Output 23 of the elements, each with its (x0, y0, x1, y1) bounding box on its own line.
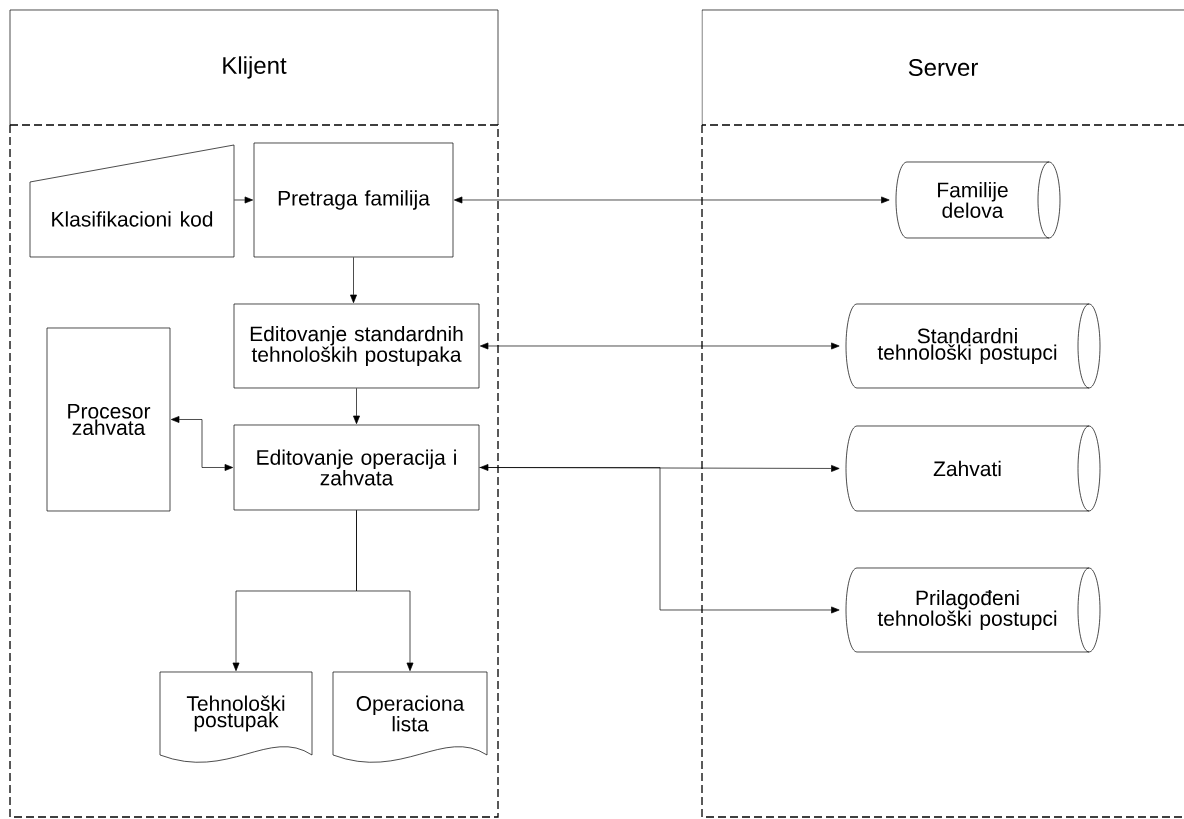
node-label: Zahvati (933, 460, 1001, 477)
arrow (234, 196, 254, 204)
storage-cylinder: Familije delova (895, 161, 1061, 239)
arrow (479, 342, 840, 350)
node-label: Prilagođeni tehnološki postupci (877, 589, 1057, 631)
process-box: Editovanje operacija i zahvata (233, 424, 480, 511)
storage-cylinder: Prilagođeni tehnološki postupci (845, 567, 1101, 653)
arrow (479, 467, 840, 614)
node-label: Server (908, 59, 978, 76)
arrow (353, 388, 360, 425)
arrow (356, 509, 414, 671)
process-box: Procesor zahvata (46, 327, 171, 512)
node-label: Familije delova (938, 181, 1008, 218)
node-label: Standardni tehnološki postupci (877, 327, 1057, 365)
arrow (171, 416, 234, 471)
node-label: Klijent (223, 56, 287, 79)
storage-cylinder: Zahvati (845, 425, 1101, 512)
process-box: Editovanje standardnih tehnoloških postupaka (233, 303, 480, 389)
arrow (453, 196, 890, 204)
process-box: Pretraga familija (253, 142, 454, 258)
arrow (479, 464, 840, 472)
arrow (350, 257, 357, 304)
storage-cylinder: Standardni tehnološki postupci (845, 303, 1101, 389)
